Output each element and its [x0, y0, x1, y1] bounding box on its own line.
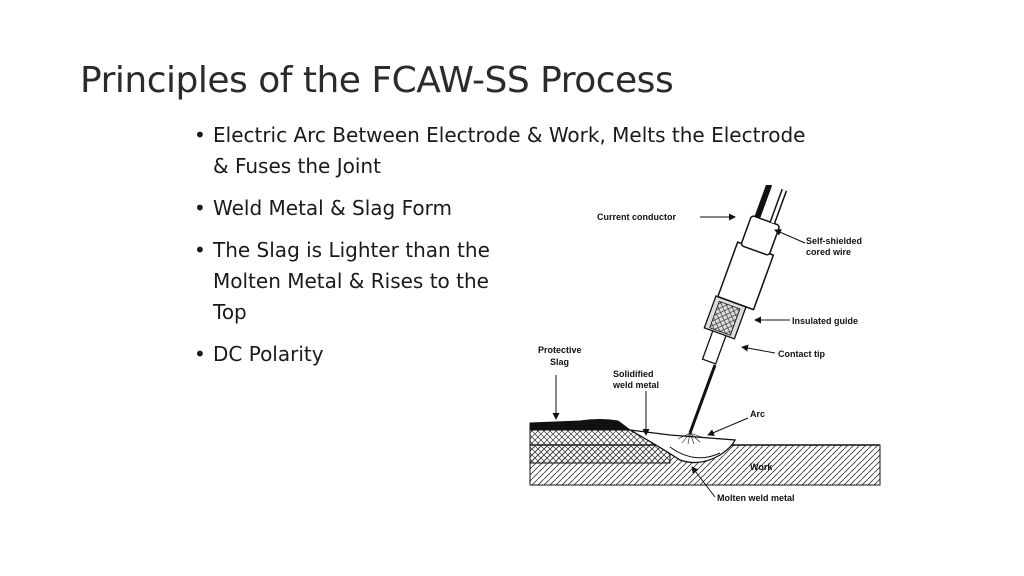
bullet-marker: •	[194, 196, 206, 220]
bullet-marker: •	[194, 123, 206, 147]
label-solidified: Solidified	[613, 369, 654, 379]
label-weld-metal: weld metal	[612, 380, 659, 390]
bullet-text: DC Polarity	[213, 342, 324, 366]
label-molten-weld-metal: Molten weld metal	[717, 493, 795, 503]
label-cored-wire: cored wire	[806, 247, 851, 257]
slide-title: Principles of the FCAW-SS Process	[80, 60, 674, 101]
leader-lines	[552, 213, 806, 498]
protective-slag	[529, 419, 632, 431]
bullet-item: • Electric Arc Between Electrode & Work,…	[194, 120, 813, 182]
label-current-conductor: Current conductor	[597, 212, 676, 222]
bullet-text: Weld Metal & Slag Form	[213, 196, 452, 220]
label-arc: Arc	[750, 409, 765, 419]
bullet-item: • DC Polarity	[194, 339, 813, 370]
label-protective: Protective	[538, 345, 582, 355]
label-contact-tip: Contact tip	[778, 349, 825, 359]
cored-wire-electrode	[688, 364, 717, 434]
bullet-text: The Slag is Lighter than the Molten Meta…	[213, 238, 490, 324]
bullet-marker: •	[194, 238, 206, 262]
bullet-text: Electric Arc Between Electrode & Work, M…	[213, 123, 806, 178]
label-insulated-guide: Insulated guide	[792, 316, 858, 326]
bullet-item: • The Slag is Lighter than the Molten Me…	[194, 235, 813, 328]
bullet-marker: •	[194, 342, 206, 366]
arc	[677, 432, 705, 445]
welding-gun	[701, 185, 788, 365]
molten-weld-pool	[629, 429, 736, 464]
label-slag: Slag	[550, 357, 569, 367]
bullet-item: • Weld Metal & Slag Form	[194, 193, 813, 224]
label-self-shielded: Self-shielded	[806, 236, 862, 246]
label-work: Work	[750, 462, 773, 472]
fcaw-diagram: Current conductor Self-shielded cored wi…	[529, 185, 881, 503]
bullet-list: • Electric Arc Between Electrode & Work,…	[194, 120, 813, 381]
